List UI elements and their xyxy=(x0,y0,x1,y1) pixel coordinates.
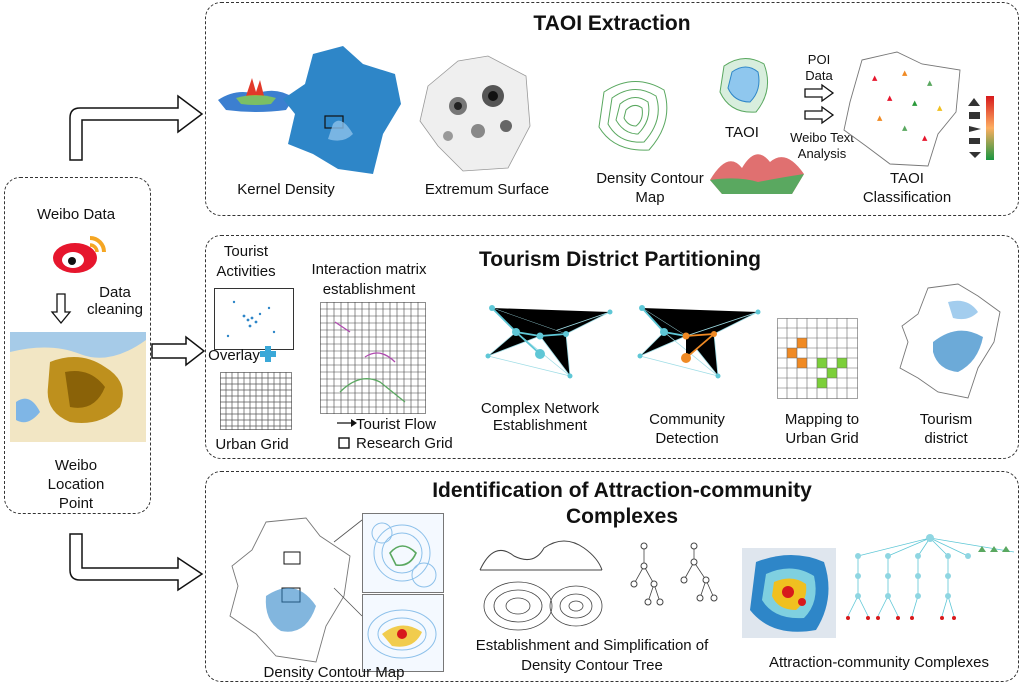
community-detection-label: Community Detection xyxy=(649,411,725,447)
community-detection-graph xyxy=(637,305,761,379)
taoi-label: TAOI xyxy=(725,124,759,141)
svg-text:▲: ▲ xyxy=(902,124,908,132)
taoi-contour-image xyxy=(719,58,769,113)
zoom-detail-upper xyxy=(362,513,444,593)
tourist-activities-image xyxy=(214,288,294,350)
attraction-community-tree xyxy=(846,534,1015,620)
zoom-detail-lower xyxy=(362,594,444,672)
svg-text:▲: ▲ xyxy=(937,104,943,112)
weibo-location-map xyxy=(10,332,146,442)
attraction-heatmap xyxy=(742,548,836,638)
density-contour-image xyxy=(598,81,668,151)
svg-text:▲: ▲ xyxy=(912,99,918,107)
contour-tree-nodes xyxy=(630,542,718,606)
svg-text:▲: ▲ xyxy=(902,69,908,77)
down-arrow-icon xyxy=(50,293,72,325)
weibo-logo-icon xyxy=(53,236,106,273)
kernel-density-label: Kernel Density xyxy=(237,181,335,198)
mapping-urban-grid xyxy=(777,318,858,399)
tourism-district-title: Tourism District Partitioning xyxy=(479,248,761,271)
classification-legend-icons xyxy=(968,98,981,158)
arrow-to-taoi xyxy=(69,94,204,161)
interaction-matrix-label: Interaction matrix establishment xyxy=(311,261,427,298)
taoi-classification-map: ▲ ▲ ▲ ▲ ▲ ▲ ▲ ▲ ▲ xyxy=(843,51,961,167)
overlay-plus-icon xyxy=(260,346,276,362)
svg-text:▲: ▲ xyxy=(887,94,893,102)
attraction-community-title: Identification of Attraction-community C… xyxy=(432,479,812,528)
taoi-extraction-panel xyxy=(205,2,1019,216)
tourism-district-map xyxy=(899,283,1001,399)
weibo-location-label: Weibo Location Point xyxy=(47,457,105,512)
taoi-extraction-title: TAOI Extraction xyxy=(533,12,691,35)
attraction-density-contour-label: Density Contour Map xyxy=(263,664,405,681)
kernel-density-3d-image xyxy=(218,78,294,112)
attraction-community-complexes-label: Attraction-community Complexes xyxy=(768,654,990,671)
weibo-data-label: Weibo Data xyxy=(36,206,116,223)
urban-grid-label: Urban Grid xyxy=(215,436,289,453)
tourist-activities-label: Tourist Activities xyxy=(216,243,276,280)
tourist-flow-label: Tourist Flow xyxy=(356,416,437,433)
weibo-text-arrow xyxy=(804,105,835,125)
extremum-surface-label: Extremum Surface xyxy=(424,181,550,198)
svg-text:▲: ▲ xyxy=(877,114,883,122)
kernel-density-map xyxy=(283,46,401,174)
contour-tree-diagram xyxy=(479,540,603,631)
mapping-urban-grid-label: Mapping to Urban Grid xyxy=(784,411,860,447)
urban-grid-image xyxy=(220,372,292,430)
interaction-matrix-grid xyxy=(320,302,426,414)
poi-arrow xyxy=(804,83,835,103)
complex-network-label: Complex Network Establishment xyxy=(480,400,600,434)
classification-color-scale xyxy=(986,96,994,160)
poi-data-label: POI Data xyxy=(805,52,833,83)
attraction-community-panel xyxy=(205,471,1019,682)
arrow-to-attraction xyxy=(69,533,204,592)
data-cleaning-label: Data cleaning xyxy=(87,284,143,318)
taoi-classification-label: TAOI Classification xyxy=(862,170,952,206)
research-grid-label: Research Grid xyxy=(356,435,453,452)
research-grid-square-icon xyxy=(338,437,350,449)
contour-tree-label: Establishment and Simplification of Dens… xyxy=(475,637,709,674)
left-input-panel xyxy=(4,177,151,514)
tourist-flow-arrow-icon xyxy=(337,419,357,427)
weibo-text-analysis-label: Weibo Text Analysis xyxy=(790,130,854,161)
density-contour-map-label: Density Contour Map xyxy=(596,170,704,206)
tourism-district-label: Tourism district xyxy=(919,411,973,447)
svg-text:▲: ▲ xyxy=(927,79,933,87)
tourism-district-panel xyxy=(205,235,1019,459)
svg-text:▲: ▲ xyxy=(922,134,928,142)
attraction-density-map xyxy=(229,517,351,663)
svg-text:▲: ▲ xyxy=(872,74,878,82)
zoom-connector-lines xyxy=(333,519,363,617)
overlay-label: Overlay xyxy=(208,347,260,364)
arrow-to-tourism xyxy=(151,335,206,367)
complex-network-graph xyxy=(485,305,613,379)
extremum-surface-image xyxy=(419,55,531,172)
taoi-3d-terrain xyxy=(710,154,804,194)
